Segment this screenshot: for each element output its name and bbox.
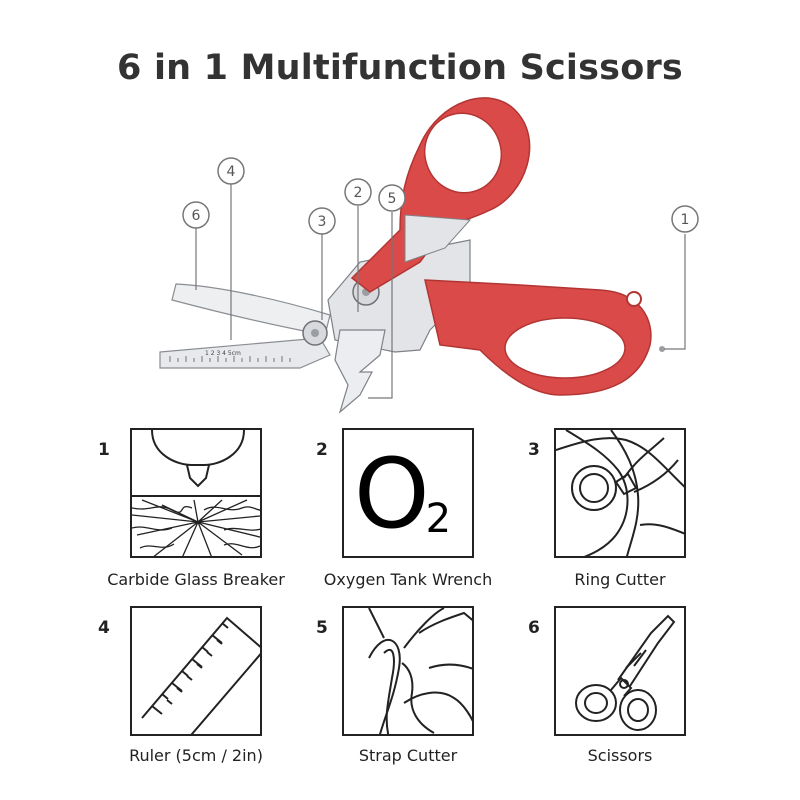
strap-cutter-icon [342, 606, 474, 736]
callout-5: 5 [378, 184, 406, 212]
ruler-ticks [169, 356, 291, 362]
svg-text:5: 5 [388, 191, 397, 207]
oxygen-symbol: O [354, 438, 430, 550]
callout-3: 3 [308, 207, 336, 235]
scissors-product-image: 1 2 3 4 5cm 1 2 3 4 [159, 97, 699, 414]
feature-2-label: Oxygen Tank Wrench [323, 570, 493, 589]
feature-5-label: Strap Cutter [358, 746, 458, 765]
feature-6-number: 6 [528, 618, 540, 638]
oxygen-icon: O 2 [342, 428, 474, 558]
ring-cutter-icon [554, 428, 686, 558]
lower-blade [159, 337, 331, 369]
svg-text:1: 1 [681, 212, 690, 228]
oxygen-subscript: 2 [425, 496, 452, 542]
scissors-icon [554, 606, 686, 736]
callout-2: 2 [344, 178, 372, 206]
feature-5-number: 5 [316, 618, 328, 638]
strap-cutter-hook [334, 329, 386, 414]
glass-breaker-icon [130, 428, 262, 558]
callout-6: 6 [182, 201, 210, 229]
feature-2-number: 2 [316, 440, 328, 460]
svg-text:3: 3 [318, 214, 327, 230]
feature-4-number: 4 [98, 618, 110, 638]
svg-text:4: 4 [227, 164, 236, 180]
feature-1-label: Carbide Glass Breaker [107, 570, 285, 589]
svg-text:2: 2 [354, 185, 363, 201]
page-title: 6 in 1 Multifunction Scissors [117, 48, 683, 88]
ruler-marking: 1 2 3 4 5cm [205, 350, 241, 357]
feature-3-number: 3 [528, 440, 540, 460]
svg-text:6: 6 [192, 208, 201, 224]
callout-1: 1 [671, 205, 699, 233]
ruler-icon [130, 606, 262, 736]
callout-lines [195, 184, 686, 399]
feature-6-label: Scissors [587, 746, 653, 765]
feature-1-number: 1 [98, 440, 110, 460]
callout-4: 4 [217, 157, 245, 185]
feature-3-label: Ring Cutter [574, 570, 666, 589]
feature-4-label: Ruler (5cm / 2in) [129, 746, 263, 765]
